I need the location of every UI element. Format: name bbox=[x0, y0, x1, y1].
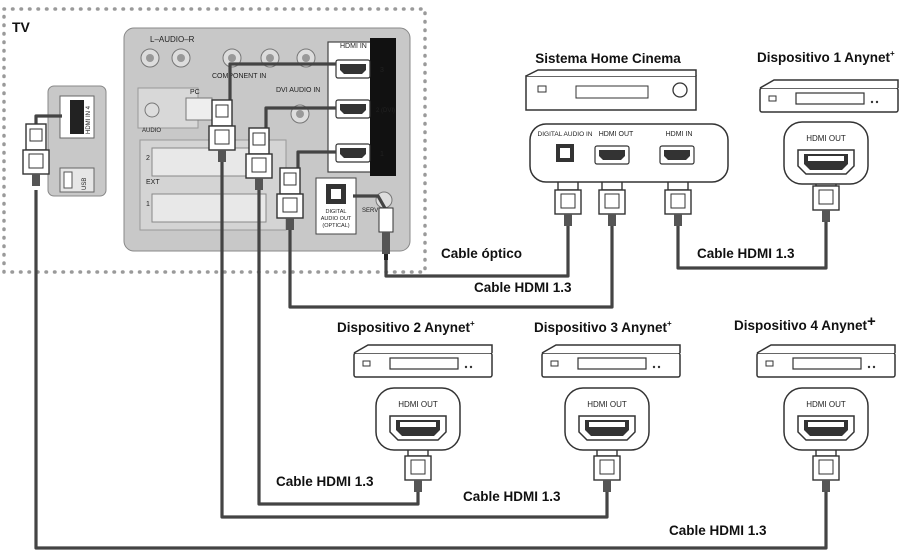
tv-label: TV bbox=[12, 19, 31, 35]
hdmi-port1-label: 1 bbox=[380, 151, 384, 158]
component-label: COMPONENT IN bbox=[212, 73, 266, 80]
hdmi4-label: HDMI IN 4 bbox=[86, 105, 92, 134]
hdmi-port3-label: 3 bbox=[380, 67, 384, 74]
dvi-label: DVI AUDIO IN bbox=[276, 87, 320, 94]
scart1-label: 1 bbox=[146, 201, 150, 208]
cables bbox=[34, 62, 828, 550]
pc-label: PC bbox=[190, 89, 200, 96]
hc-port-hdmi-out: HDMI OUT bbox=[599, 131, 634, 138]
tv-outline bbox=[2, 7, 427, 274]
optical-out-line1: DIGITAL bbox=[326, 209, 347, 215]
hdmi-cable-label-c: Cable HDMI 1.3 bbox=[276, 474, 374, 489]
audio-label: L–AUDIO–R bbox=[150, 35, 195, 44]
device-1-port: HDMI OUT bbox=[806, 134, 846, 143]
device-2: Dispositivo 2 Anynet+ HDMI OUT bbox=[337, 319, 493, 451]
tv-side-panel: HDMI IN 4 USB bbox=[47, 85, 107, 197]
optical-out-line2: AUDIO OUT bbox=[321, 216, 352, 222]
device-3-title: Dispositivo 3 Anynet+ bbox=[534, 319, 672, 335]
optical-cable-label: Cable óptico bbox=[441, 246, 522, 261]
cable-plugs bbox=[22, 99, 840, 493]
hdmi-cable-label-a: Cable HDMI 1.3 bbox=[474, 280, 572, 295]
device-4: Dispositivo 4 Anynet+ HDMI OUT bbox=[734, 313, 896, 451]
pc-audio-label: AUDIO bbox=[142, 128, 161, 134]
scart2-label: 2 bbox=[146, 155, 150, 162]
usb-label: USB bbox=[82, 178, 88, 190]
device-2-title: Dispositivo 2 Anynet+ bbox=[337, 319, 475, 335]
hdmi-cable-label-e: Cable HDMI 1.3 bbox=[669, 523, 767, 538]
cable-labels: Cable óptico Cable HDMI 1.3 Cable HDMI 1… bbox=[276, 246, 795, 538]
device-1-title: Dispositivo 1 Anynet+ bbox=[757, 49, 895, 65]
hc-port-digital: DIGITAL AUDIO IN bbox=[538, 131, 593, 138]
ext-label: EXT bbox=[146, 179, 160, 186]
service-label: SERVICE bbox=[362, 208, 388, 214]
device-3-port: HDMI OUT bbox=[587, 400, 627, 409]
device-1: Dispositivo 1 Anynet+ HDMI OUT bbox=[757, 49, 899, 185]
home-cinema: Sistema Home Cinema DIGITAL AUDIO IN HDM… bbox=[525, 51, 729, 183]
device-4-title: Dispositivo 4 Anynet+ bbox=[734, 313, 876, 333]
device-3: Dispositivo 3 Anynet+ HDMI OUT bbox=[534, 319, 681, 451]
hdmi-port2-label: 2 (DVI) bbox=[376, 108, 395, 114]
optical-out-line3: (OPTICAL) bbox=[322, 223, 349, 229]
home-cinema-title: Sistema Home Cinema bbox=[535, 51, 681, 66]
device-2-port: HDMI OUT bbox=[398, 400, 438, 409]
device-4-port: HDMI OUT bbox=[806, 400, 846, 409]
hdmi-cable-label-b: Cable HDMI 1.3 bbox=[697, 246, 795, 261]
hc-port-hdmi-in: HDMI IN bbox=[666, 131, 693, 138]
hdmi-cable-label-d: Cable HDMI 1.3 bbox=[463, 489, 561, 504]
hdmi-in-label: HDMI IN bbox=[340, 43, 367, 50]
